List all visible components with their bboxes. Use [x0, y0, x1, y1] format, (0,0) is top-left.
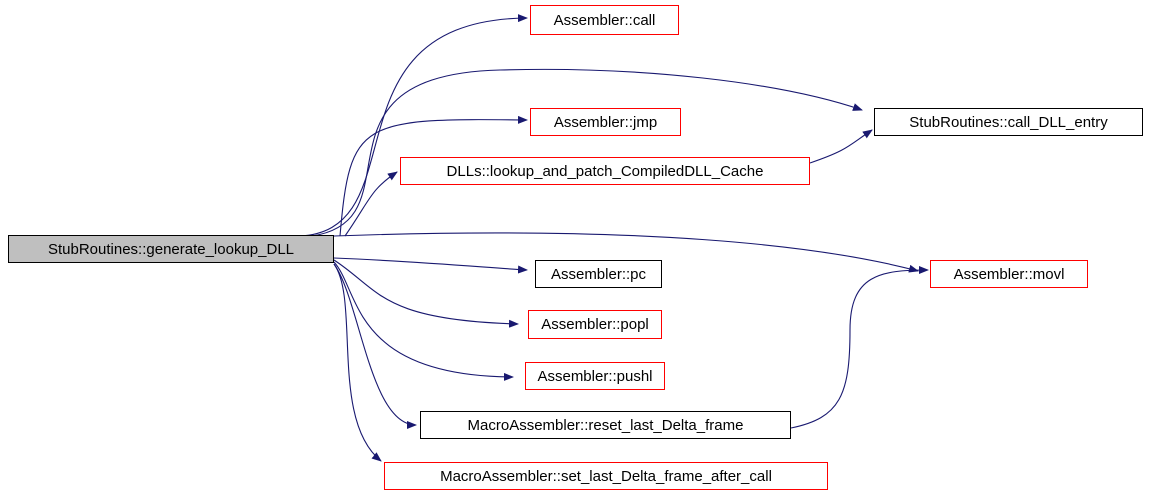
node-assembler-movl[interactable]: Assembler::movl [930, 260, 1088, 288]
node-assembler-popl[interactable]: Assembler::popl [528, 310, 662, 339]
edge-root-to-call [299, 14, 528, 237]
edge-reset-frame-to-movl [790, 266, 929, 429]
node-assembler-call[interactable]: Assembler::call [530, 5, 679, 35]
node-reset-last-delta-frame[interactable]: MacroAssembler::reset_last_Delta_frame [420, 411, 791, 439]
node-call-dll-entry[interactable]: StubRoutines::call_DLL_entry [874, 108, 1143, 136]
edge-root-to-jmp [339, 115, 528, 237]
edge-lookup-to-call-dll-entry [809, 129, 873, 164]
edge-root-to-set-frame [333, 263, 382, 462]
node-generate-lookup-dll: StubRoutines::generate_lookup_DLL [8, 235, 334, 263]
node-set-last-delta-frame-after-call[interactable]: MacroAssembler::set_last_Delta_frame_aft… [384, 462, 828, 490]
edge-root-to-call-dll-entry [311, 68, 863, 237]
edge-root-to-reset-frame [333, 263, 417, 429]
edge-root-to-pushl [333, 261, 514, 381]
edge-root-to-lookup [344, 171, 398, 237]
node-assembler-pc[interactable]: Assembler::pc [535, 260, 662, 288]
edge-root-to-pc [333, 257, 528, 274]
node-assembler-jmp[interactable]: Assembler::jmp [530, 108, 681, 136]
node-assembler-pushl[interactable]: Assembler::pushl [525, 362, 665, 390]
node-dlls-lookup-and-patch[interactable]: DLLs::lookup_and_patch_CompiledDLL_Cache [400, 157, 810, 185]
edge-root-to-popl [333, 259, 519, 328]
edge-root-to-movl [333, 232, 919, 273]
